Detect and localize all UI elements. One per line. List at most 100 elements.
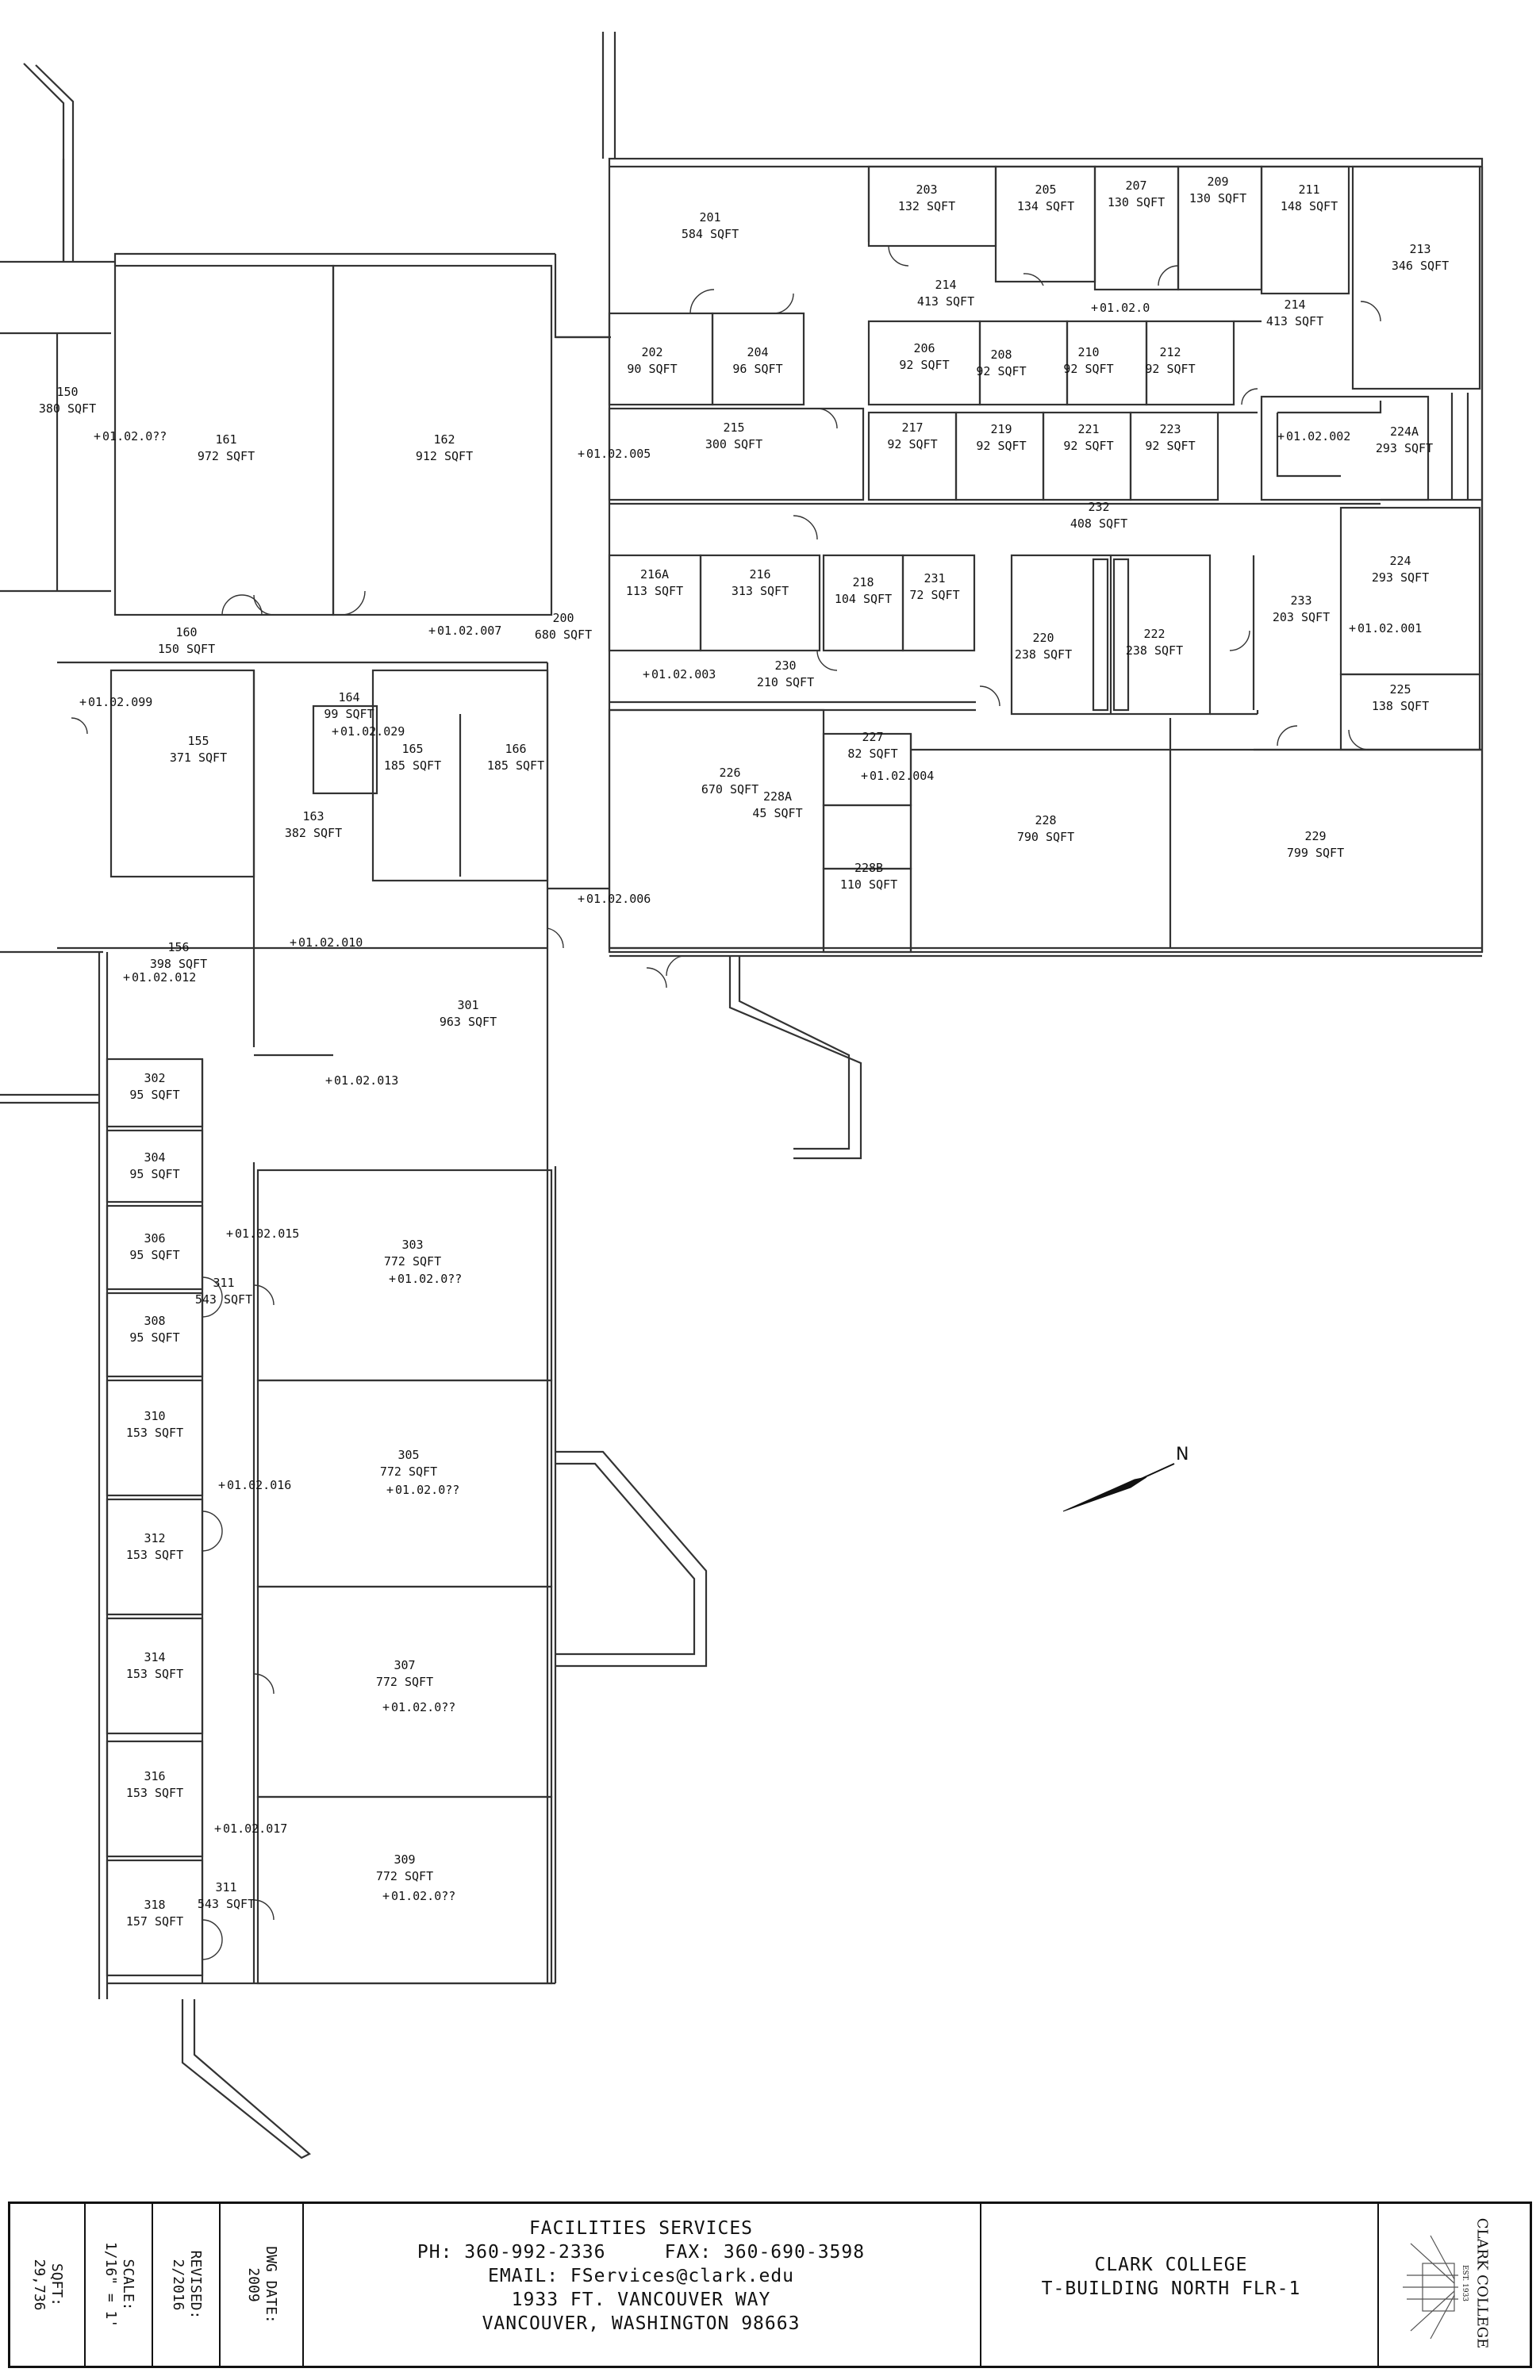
node-plus-icon: + — [389, 1272, 397, 1286]
revised-cell: REVISED:2/2016 — [153, 2204, 221, 2366]
room-area: 380 SQFT — [38, 401, 97, 416]
room-label: 161 972 SQFT — [198, 432, 255, 465]
room-area: 584 SQFT — [681, 227, 739, 241]
network-node-label: +01.02.017 — [214, 1821, 287, 1836]
room-area: 772 SQFT — [383, 1254, 442, 1269]
room-label: 306 95 SQFT — [129, 1230, 179, 1264]
room-number: 303 — [401, 1238, 424, 1252]
room-number: 160 — [175, 625, 198, 639]
room-number: 224A — [1389, 424, 1419, 439]
room-number: 202 — [641, 345, 663, 359]
network-node-label: +01.02.0 — [1091, 301, 1150, 315]
room-number: 215 — [723, 420, 745, 435]
node-id: 01.02.013 — [334, 1073, 399, 1088]
sqft-cell: SQFT:29,736 — [10, 2204, 86, 2366]
room-number: 206 — [913, 341, 935, 355]
node-plus-icon: + — [1091, 301, 1099, 315]
network-node-label: +01.02.013 — [325, 1073, 398, 1088]
room-area: 150 SQFT — [157, 642, 216, 656]
node-id: 01.02.0?? — [391, 1889, 456, 1903]
room-number: 222 — [1143, 627, 1166, 641]
room-area: 92 SQFT — [976, 364, 1027, 378]
room-area: 963 SQFT — [439, 1015, 497, 1029]
node-plus-icon: + — [578, 892, 586, 906]
logo-established: EST. 1933 — [1461, 2264, 1469, 2302]
room-area: 110 SQFT — [839, 877, 898, 892]
node-plus-icon: + — [79, 695, 87, 709]
node-plus-icon: + — [218, 1478, 226, 1492]
network-node-label: +01.02.029 — [332, 724, 405, 739]
room-area: 772 SQFT — [379, 1464, 438, 1479]
room-number: 216 — [749, 567, 771, 582]
room-area: 203 SQFT — [1272, 610, 1331, 624]
dwg-date-cell: DWG DATE:2009 — [221, 2204, 304, 2366]
room-number: 228A — [762, 789, 793, 804]
room-area: 153 SQFT — [125, 1548, 184, 1562]
network-node-label: +01.02.0?? — [389, 1272, 462, 1286]
drawing-title: CLARK COLLEGE T-BUILDING NORTH FLR-1 — [980, 2204, 1361, 2366]
node-plus-icon: + — [382, 1700, 390, 1714]
room-number: 213 — [1409, 242, 1431, 256]
room-area: 138 SQFT — [1371, 699, 1430, 713]
room-area: 972 SQFT — [197, 449, 255, 463]
network-node-label: +01.02.001 — [1349, 621, 1422, 635]
node-plus-icon: + — [226, 1226, 234, 1241]
network-node-label: +01.02.002 — [1277, 429, 1350, 443]
room-number: 217 — [901, 420, 924, 435]
room-area: 130 SQFT — [1107, 195, 1166, 209]
room-area: 238 SQFT — [1014, 647, 1073, 662]
room-number: 308 — [144, 1314, 166, 1328]
network-node-label: +01.02.0?? — [386, 1483, 459, 1497]
room-number: 205 — [1035, 182, 1057, 197]
room-number: 218 — [852, 575, 874, 589]
room-area: 680 SQFT — [534, 628, 593, 642]
room-area: 104 SQFT — [834, 592, 893, 606]
node-plus-icon: + — [1277, 429, 1285, 443]
logo-college-name: CLARK COLLEGE — [1473, 2217, 1491, 2349]
room-number: 161 — [215, 432, 237, 447]
network-node-label: +01.02.0?? — [94, 429, 167, 443]
node-plus-icon: + — [325, 1073, 333, 1088]
room-label: 208 92 SQFT — [976, 347, 1026, 380]
room-number: 316 — [144, 1769, 166, 1783]
room-area: 95 SQFT — [129, 1248, 180, 1262]
scale-label: SCALE: — [119, 2259, 136, 2311]
room-number: 232 — [1088, 500, 1110, 514]
node-id: 01.02.004 — [870, 769, 935, 783]
room-area: 132 SQFT — [897, 199, 956, 213]
node-plus-icon: + — [861, 769, 869, 783]
room-number: 214 — [935, 278, 957, 292]
revised-value: 2/2016 — [169, 2259, 186, 2311]
node-plus-icon: + — [578, 447, 586, 461]
node-plus-icon: + — [1349, 621, 1357, 635]
room-label: 218 104 SQFT — [835, 574, 892, 608]
room-number: 311 — [213, 1276, 235, 1290]
room-number: 165 — [401, 742, 424, 756]
room-area: 92 SQFT — [1145, 362, 1196, 376]
college-name: CLARK COLLEGE — [1094, 2255, 1248, 2275]
room-number: 306 — [144, 1231, 166, 1246]
room-number: 310 — [144, 1409, 166, 1423]
room-number: 201 — [699, 210, 721, 225]
room-label: 160 150 SQFT — [158, 624, 215, 658]
room-number: 311 — [215, 1880, 237, 1894]
contact-info: FACILITIES SERVICES PH: 360-992-2336 FAX… — [304, 2204, 978, 2366]
room-number: 208 — [990, 347, 1012, 362]
network-node-label: +01.02.015 — [226, 1226, 299, 1241]
